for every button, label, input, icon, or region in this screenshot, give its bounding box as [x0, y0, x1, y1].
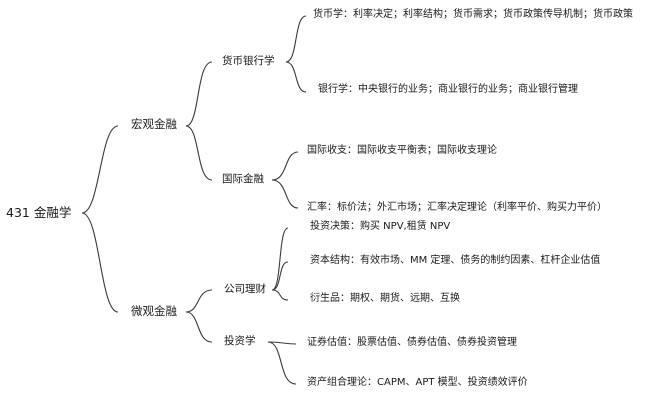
leaf-title: 货币学 [313, 9, 343, 20]
leaf-portfolio-theory: 资产组合理论：CAPM、APT 模型、投资绩效评价 [307, 377, 528, 388]
leaf-content: 有效市场、MM 定理、债务的制约因素、杠杆企业估值 [360, 255, 601, 266]
leaf-title: 银行学 [318, 84, 348, 95]
leaf-title: 资产组合理论 [307, 377, 367, 388]
leaf-banking: 银行学：中央银行的业务；商业银行的业务；商业银行管理 [318, 84, 578, 95]
node-money-banking: 货币银行学 [222, 55, 275, 67]
root-node: 431 金融学 [6, 205, 72, 220]
leaf-balance-of-payments: 国际收支：国际收支平衡表；国际收支理论 [307, 145, 497, 156]
connector-macro [185, 61, 213, 181]
node-corp-finance: 公司理财 [224, 283, 266, 295]
node-macro-finance: 宏观金融 [131, 117, 177, 131]
node-investments: 投资学 [224, 335, 256, 347]
leaf-content: 标价法；外汇市场；汇率决定理论（利率平价、购买力平价） [337, 202, 607, 213]
leaf-title: 资本结构 [310, 255, 350, 266]
node-micro-finance: 微观金融 [131, 304, 177, 318]
connector-intl-finance [271, 151, 299, 209]
connector-corp-finance [271, 227, 289, 301]
leaf-title: 投资决策 [310, 221, 350, 232]
leaf-investment-decision: 投资决策：购买 NPV,租赁 NPV [310, 221, 451, 232]
connector-micro [185, 289, 213, 343]
leaf-content: CAPM、APT 模型、投资绩效评价 [377, 377, 528, 388]
leaf-content: 购买 NPV,租赁 NPV [360, 221, 451, 232]
leaf-title: 汇率 [307, 202, 327, 213]
connector-investments [267, 341, 297, 385]
node-intl-finance: 国际金融 [222, 173, 264, 185]
leaf-content: 中央银行的业务；商业银行的业务；商业银行管理 [358, 84, 578, 95]
connector-root [81, 125, 119, 313]
leaf-content: 国际收支平衡表；国际收支理论 [357, 145, 497, 156]
leaf-title: 证券估值 [307, 337, 347, 348]
leaf-derivatives: 衍生品：期权、期货、远期、互换 [310, 293, 460, 304]
leaf-exchange-rate: 汇率：标价法；外汇市场；汇率决定理论（利率平价、购买力平价） [307, 202, 607, 213]
connector-money-banking [285, 15, 307, 93]
leaf-content: 股票估值、债券估值、债券投资管理 [357, 337, 517, 348]
leaf-content: 期权、期货、远期、互换 [350, 293, 460, 304]
leaf-content: 利率决定；利率结构；货币需求；货币政策传导机制；货币政策 [353, 9, 633, 20]
leaf-capital-structure: 资本结构：有效市场、MM 定理、债务的制约因素、杠杆企业估值 [310, 255, 601, 266]
leaf-security-valuation: 证券估值：股票估值、债券估值、债券投资管理 [307, 337, 517, 348]
leaf-title: 衍生品 [310, 293, 340, 304]
leaf-title: 国际收支 [307, 145, 347, 156]
leaf-monetary: 货币学：利率决定；利率结构；货币需求；货币政策传导机制；货币政策 [313, 9, 633, 20]
